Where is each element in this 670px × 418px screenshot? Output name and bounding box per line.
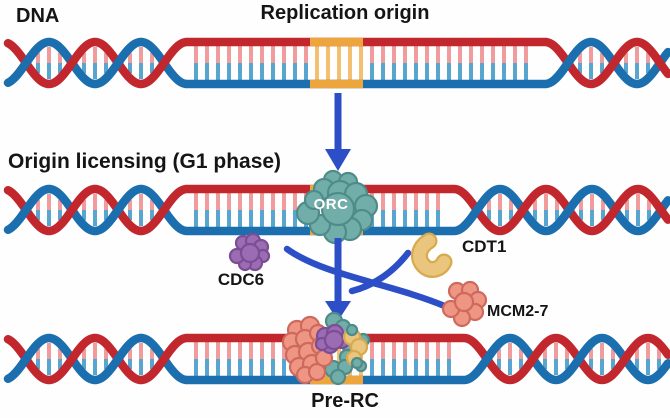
arrow-origin-to-licensing — [325, 93, 351, 171]
cdt1-recruitment-line — [348, 249, 412, 295]
pre-rc-label: Pre-RC — [311, 390, 379, 412]
origin-licensing-label: Origin licensing (G1 phase) — [8, 150, 282, 173]
pre-rc-cdc6-part — [314, 323, 351, 355]
arrow-licensing-to-prerc — [325, 238, 351, 321]
cdc6-recruitment-line — [283, 245, 451, 311]
orc-complex-label: ORC — [313, 196, 349, 213]
dna-row-top — [3, 37, 670, 89]
cdt1-protein-fill — [413, 234, 451, 276]
mcm2-7-protein — [441, 280, 488, 328]
pre-rc-orc-front-bits — [345, 323, 364, 370]
replication-origin-title: Replication origin — [260, 2, 430, 24]
mcm2-7-label: MCM2-7 — [487, 303, 549, 320]
orc-complex — [295, 169, 379, 245]
cdt1-label: CDT1 — [462, 237, 507, 256]
cdc6-protein — [228, 232, 271, 272]
pre-rc-complex — [281, 311, 371, 386]
pre-rc-mcm-part — [281, 315, 334, 385]
cdc6-label: CDC6 — [217, 270, 265, 289]
dna-label: DNA — [16, 5, 60, 27]
